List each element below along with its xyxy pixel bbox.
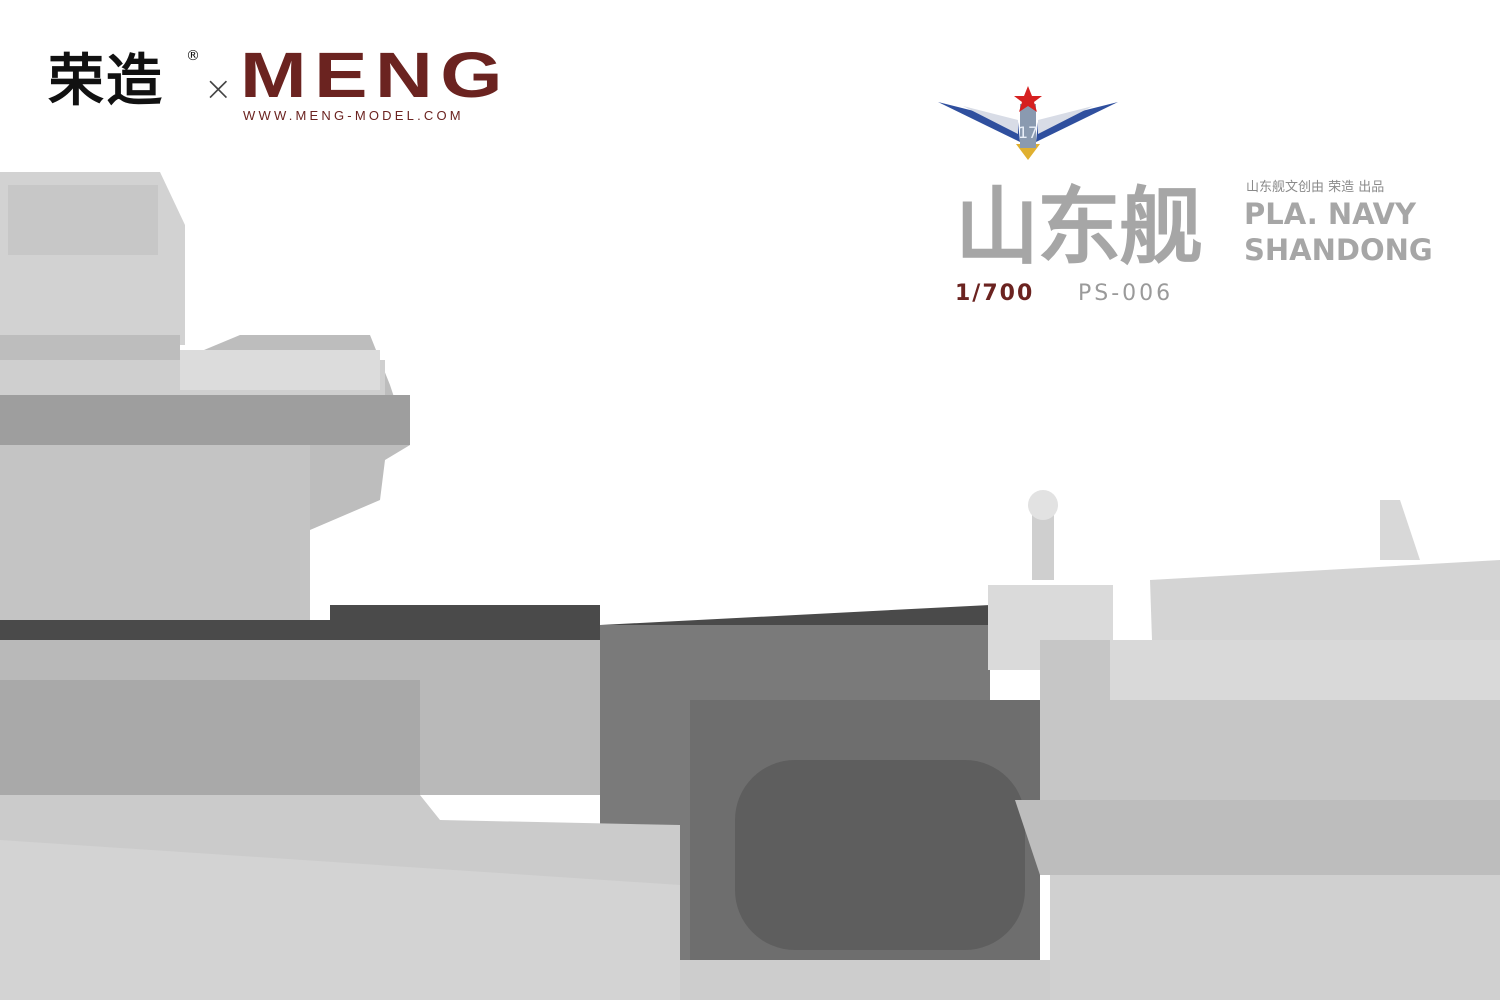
red-star-icon <box>1014 86 1042 112</box>
mid-superstructure-shadow <box>0 680 420 795</box>
meng-logo: MENG <box>240 39 510 111</box>
product-subtitle-cn: 山东舰文创由 荣造 出品 <box>1246 180 1385 195</box>
model-scale: 1/700 <box>955 281 1035 306</box>
bridge-top <box>180 350 380 390</box>
right-wing-icon <box>1036 102 1118 142</box>
rongzao-logo: 荣造 <box>48 49 164 114</box>
deck-crane <box>1380 500 1420 560</box>
left-hull <box>0 840 680 1000</box>
bridge-shadow-band <box>0 395 410 445</box>
product-title-en-line1: PLA. NAVY <box>1244 197 1417 231</box>
emblem-number: 17 <box>1018 123 1038 142</box>
hull-bottom <box>680 960 1050 1000</box>
left-wing-feather-icon <box>963 106 1018 134</box>
navy-wings-emblem-icon: 17 <box>938 86 1118 160</box>
product-code: PS-006 <box>1078 281 1174 306</box>
product-title-en-line2: SHANDONG <box>1244 233 1433 267</box>
meng-url: WWW.MENG-MODEL.COM <box>243 108 464 123</box>
left-wing-icon <box>938 102 1020 142</box>
right-hull-top <box>1110 640 1500 700</box>
right-sponson <box>1015 800 1500 875</box>
product-title-cn: 山东舰 <box>955 178 1203 276</box>
radar-mast <box>1032 505 1054 580</box>
bridge-lower-block <box>0 445 310 620</box>
right-hull <box>1050 875 1500 1000</box>
radar-dome <box>1028 490 1058 520</box>
emblem-shield-icon <box>1020 104 1036 148</box>
island-panel <box>8 185 158 255</box>
hangar-door <box>735 760 1025 950</box>
right-wing-feather-icon <box>1038 106 1093 134</box>
registered-mark: ® <box>186 48 200 64</box>
collaboration-separator: × <box>204 69 233 109</box>
